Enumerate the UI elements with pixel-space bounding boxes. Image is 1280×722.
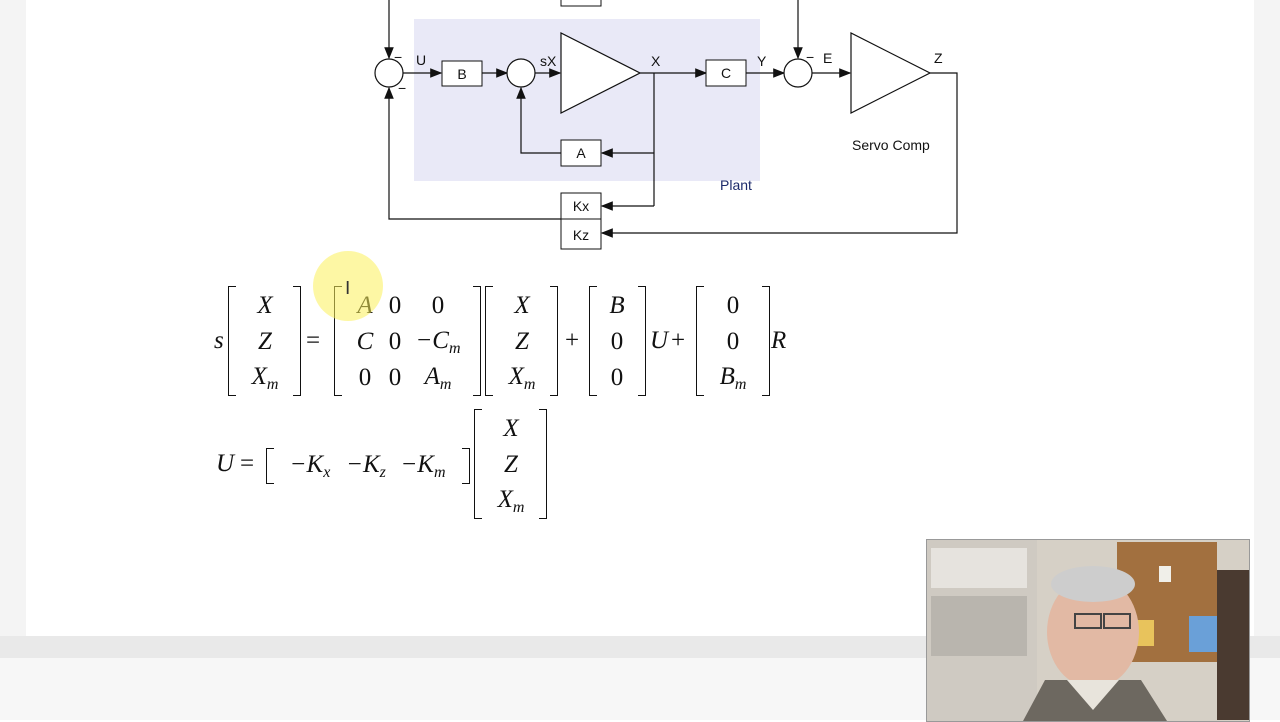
eq1-u: U <box>650 327 669 354</box>
eq1-lhs-state-vector: X Z Xm <box>251 292 279 393</box>
block-kz-label: Kz <box>573 227 589 243</box>
eq2-gain-bracket-right <box>462 448 470 484</box>
signal-lines <box>384 0 958 238</box>
page-margin-left <box>0 0 26 720</box>
eq1-b-bracket-right <box>638 286 646 396</box>
eq2-gain-bracket-left <box>266 448 274 484</box>
eq1-equals: = <box>306 327 321 354</box>
signal-x-label: X <box>651 53 661 69</box>
signal-e-label: E <box>823 50 832 66</box>
top-block-stub <box>560 0 602 7</box>
eq1-r-bracket-left <box>696 286 704 396</box>
eq1-r-bracket-right <box>762 286 770 396</box>
block-c-label: C <box>721 65 731 81</box>
block-kx-label: Kx <box>573 198 589 214</box>
servo-block-diagram: Plant − − − B C A Kx Kz Servo Comp U <box>374 0 958 250</box>
eq1-rhs-state-vector: X Z Xm <box>508 292 536 393</box>
eq1-lhs-bracket-left <box>228 286 236 396</box>
eq1-a-bracket-right <box>473 286 481 396</box>
signal-u-label: U <box>416 52 426 68</box>
block-a <box>560 139 602 167</box>
eq1-r-vector: 0 0 Bm <box>719 292 747 393</box>
block-b-label: B <box>457 66 466 82</box>
eq1-plus2: + <box>671 327 686 354</box>
sum1-top-sign: − <box>394 49 402 65</box>
sum3-sign: − <box>806 49 814 65</box>
eq1-b-bracket-left <box>589 286 597 396</box>
summing-junction-e <box>783 58 813 88</box>
eq1-r: R <box>771 327 787 354</box>
eq1-plus1: + <box>565 327 580 354</box>
servo-comp-label: Servo Comp <box>852 137 930 153</box>
webcam-overlay <box>926 539 1250 722</box>
integrator-triangle <box>560 32 642 114</box>
cursor-highlight <box>313 251 383 321</box>
block-a-label: A <box>576 145 586 161</box>
signal-z-label: Z <box>934 50 943 66</box>
servo-comp-triangle <box>850 32 932 114</box>
summing-junction-u <box>374 58 404 88</box>
signal-y-label: Y <box>757 53 767 69</box>
plant-label: Plant <box>720 177 752 193</box>
page-margin-right <box>1254 0 1280 720</box>
eq1-rhs-bracket-left <box>485 286 493 396</box>
summing-junction-sx <box>506 58 536 88</box>
eq1-b-vector: B 0 0 <box>609 292 625 391</box>
block-c <box>705 59 747 87</box>
eq2-gain-row: −Kx −Kz −Km <box>289 450 446 481</box>
sum1-bottom-sign: − <box>398 80 406 96</box>
eq2-state-bracket-right <box>539 409 547 519</box>
eq2-state-bracket-left <box>474 409 482 519</box>
signal-sx-label: sX <box>540 53 557 69</box>
block-b <box>441 60 483 87</box>
block-kx <box>560 192 602 220</box>
eq1-s: s <box>214 327 224 354</box>
person-webcam-icon <box>927 540 1249 721</box>
eq2-state-vector: X Z Xm <box>497 415 525 516</box>
eq1-rhs-bracket-right <box>550 286 558 396</box>
eq2-u: U <box>216 450 235 477</box>
eq1-lhs-bracket-right <box>293 286 301 396</box>
text-cursor-icon: I <box>345 278 351 299</box>
eq2-equals: = <box>240 450 255 477</box>
block-kz <box>560 218 602 250</box>
